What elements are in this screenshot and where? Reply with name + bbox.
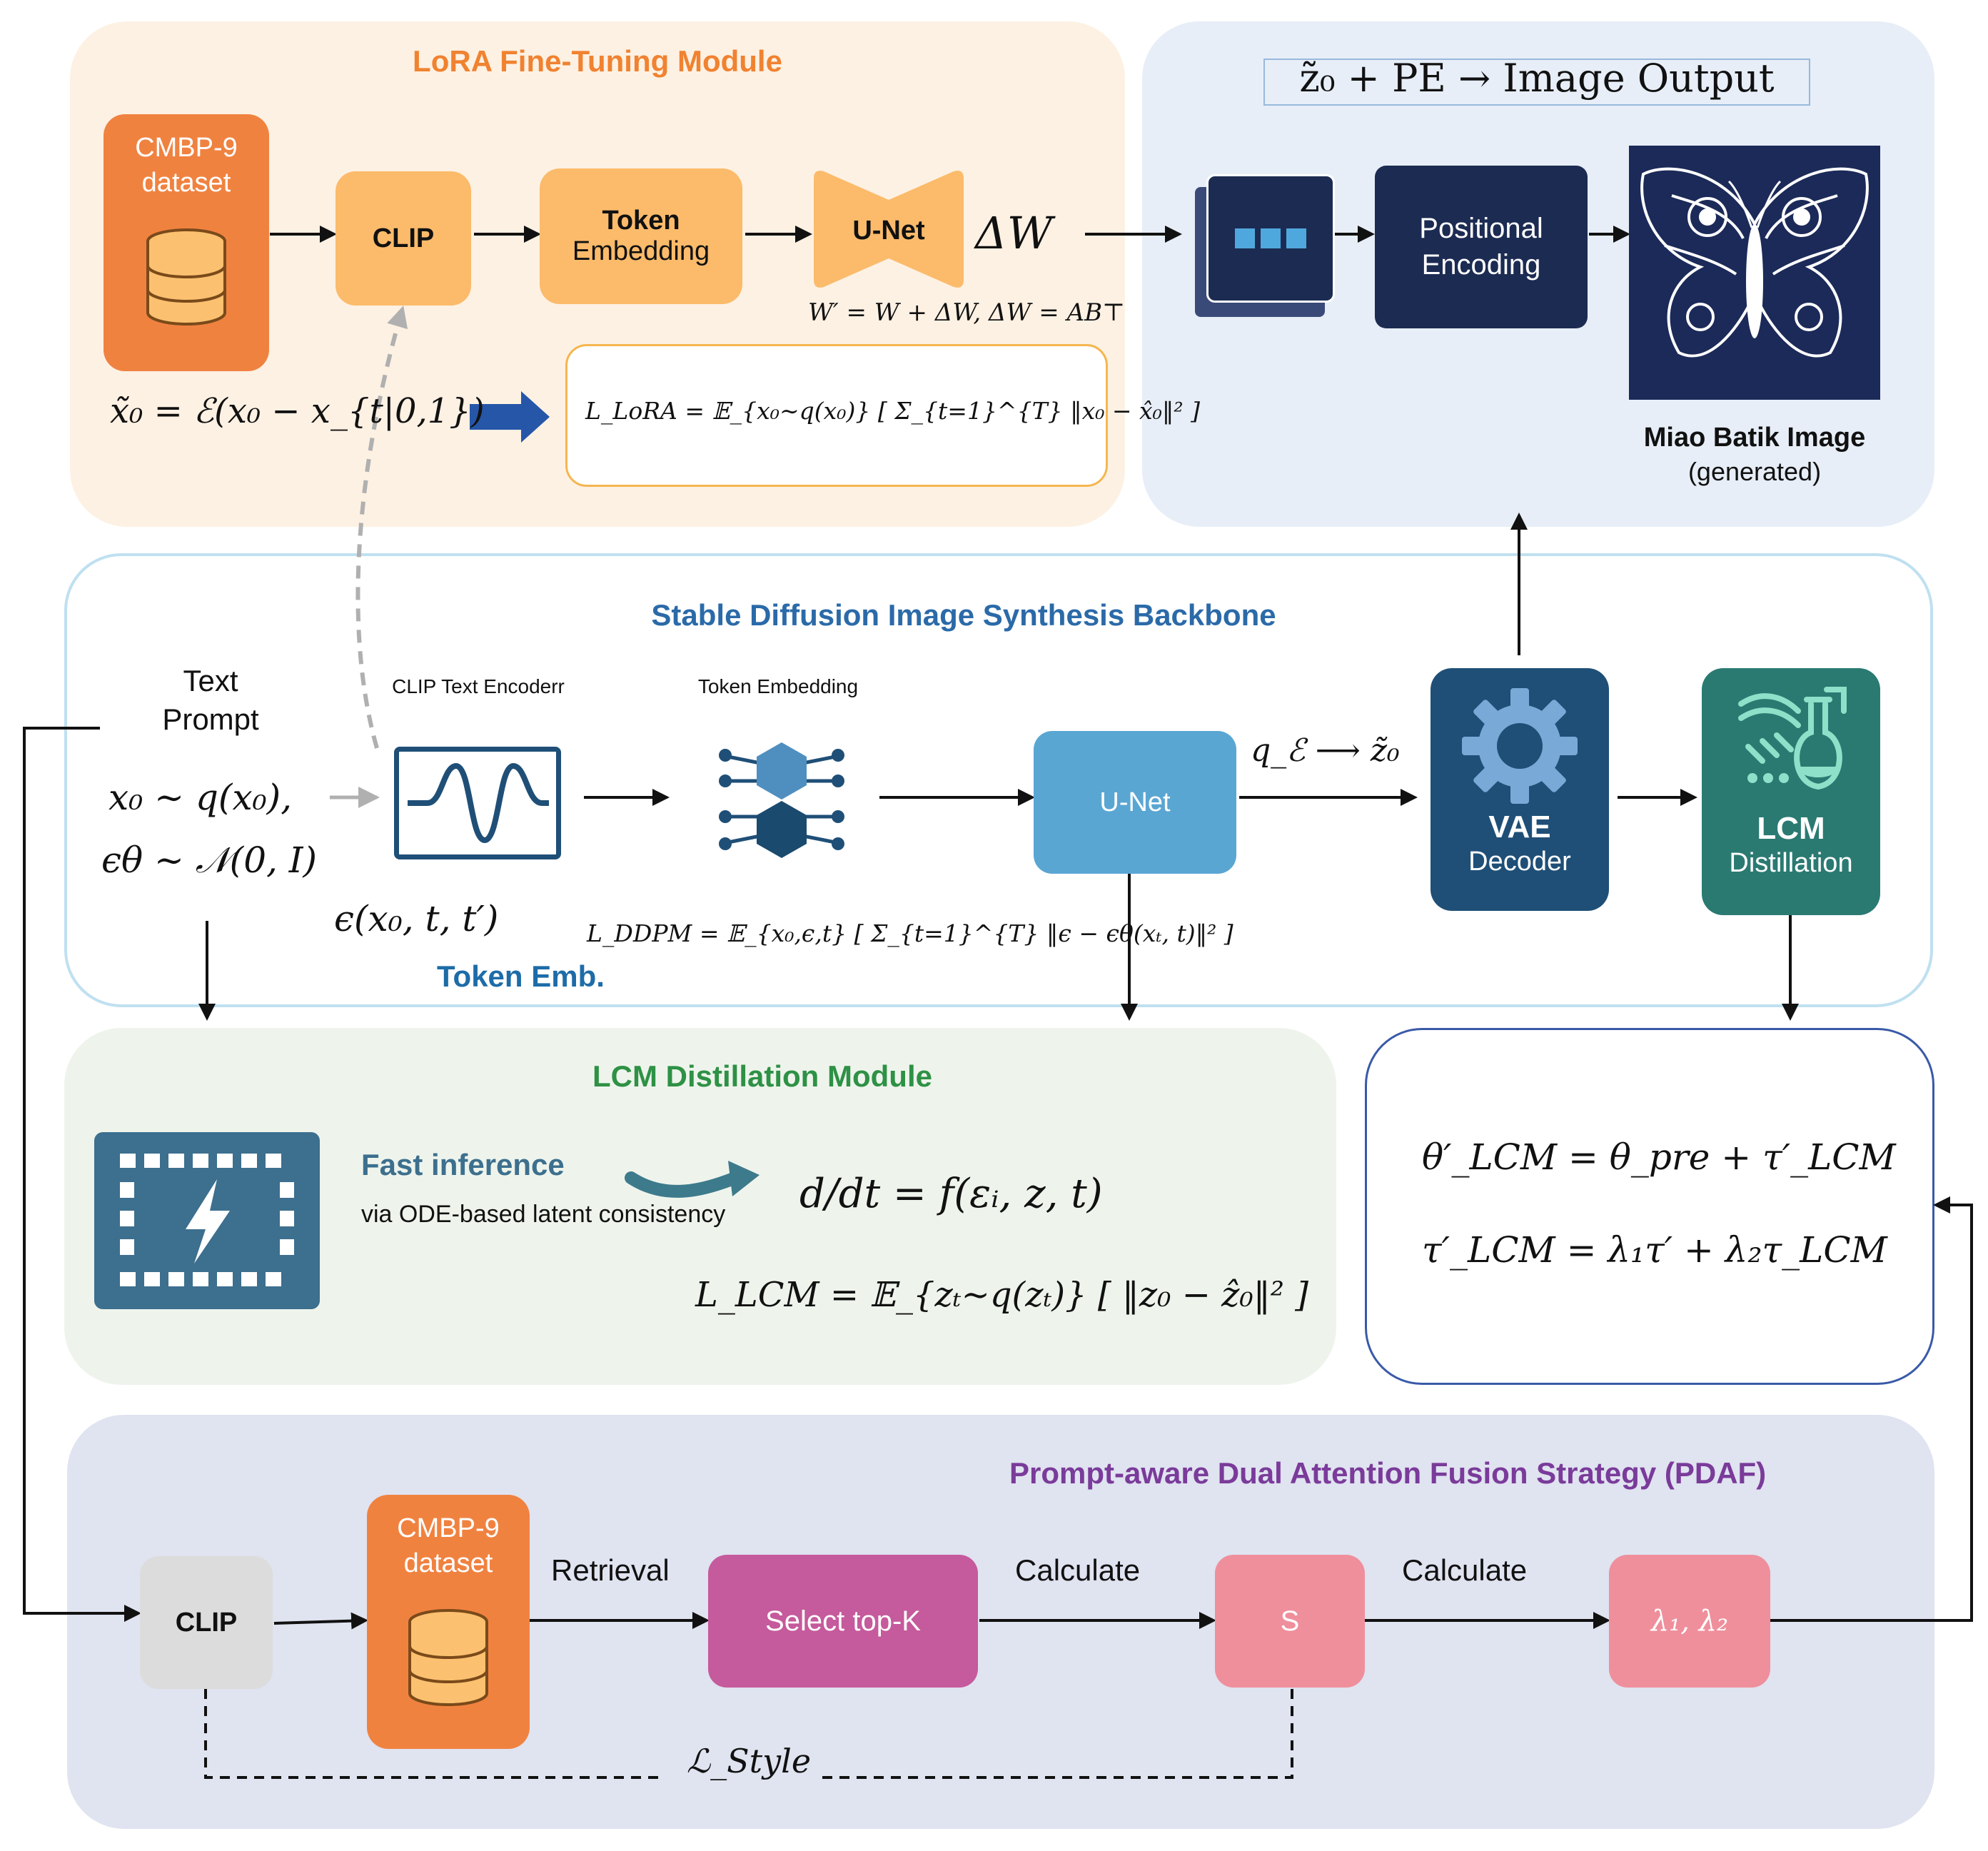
text-prompt-line1: Text [183,664,238,697]
pe-box: Positional Encoding [1375,166,1588,328]
style-loss-eq: ℒ_Style [687,1742,812,1780]
lora-unet-label: U-Net [852,216,925,246]
lora-token-line2: Embedding [572,236,710,266]
sd-panel [64,553,1933,1007]
pdaf-dataset-line2: dataset [403,1548,493,1578]
sd-eps-t-eq: ϵ(x₀, t, t′) [334,898,499,939]
lcm-loss-eq: L_LCM = 𝔼_{zₜ∼q(zₜ)} [ ‖z₀ − ẑ₀‖² ] [695,1275,1308,1315]
tau-eq: τ′_LCM = λ₁τ′ + λ₂τ_LCM [1422,1229,1887,1271]
lora-loss-box [565,344,1108,487]
select-topk-label: Select top-K [765,1605,921,1637]
latent-cell-icon [1261,228,1281,248]
gear-icon [1462,688,1578,804]
sd-unet-box: U-Net [1034,731,1236,874]
lora-x0-eq: x̃₀ = ℰ(x₀ − x_{t|0,1}) [110,391,485,431]
sd-ddpm-eq: L_DDPM = 𝔼_{x₀,ϵ,t} [ Σ_{t=1}^{T} ‖ϵ − ϵ… [587,919,1233,947]
lcm-dist-line1: LCM [1757,811,1825,846]
lora-weight-eq: W′ = W + ΔW, ΔW = AB⊤ [808,298,1126,327]
fast-inference-title: Fast inference [361,1148,565,1181]
output-title-frame [1263,59,1810,106]
dashed-style-left [204,1689,664,1779]
text-prompt-line2: Prompt [162,702,259,736]
lora-loss-eq: L_LoRA = 𝔼_{x₀∼q(x₀)} [ Σ_{t=1}^{T} ‖x₀ … [585,397,1200,425]
batik-image [1629,146,1880,400]
clip-encoder-box [394,747,561,859]
latent-cell-icon [1286,228,1306,248]
image-label: Miao Batik Image [1643,423,1866,453]
pdaf-dataset-line1: CMBP-9 [397,1513,500,1543]
butterfly-icon [1640,167,1869,358]
sd-title: Stable Diffusion Image Synthesis Backbon… [651,598,1276,632]
line-prompt-pdaf [23,727,141,1622]
lora-dataset: CMBP-9 dataset [104,114,269,371]
pdaf-clip-box: CLIP [140,1556,273,1689]
latent-box [1206,174,1335,303]
token-emb-short: Token Emb. [437,959,605,993]
arrow-pclip-dataset [273,1612,368,1630]
sd-x0-eq: x₀ ∼ q(x₀), [109,777,293,818]
sd-eps-eq: ϵθ ∼ 𝒩(0, I) [101,839,318,881]
pe-line1: Positional [1419,213,1543,244]
image-sub: (generated) [1687,457,1822,486]
pdaf-clip-label: CLIP [175,1607,238,1638]
dashed-style-right [822,1689,1293,1779]
vae-line1: VAE [1488,810,1551,844]
waveform-icon [408,762,549,844]
lcm-curve-arrow [625,1171,742,1198]
token-embedding-label: Token Embedding [697,675,859,697]
sd-q-eq: q_ℰ ⟶ z̃₀ [1251,732,1400,769]
lcm-chip-icon [94,1132,320,1309]
vae-line2: Decoder [1468,847,1571,877]
lcm-title: LCM Distillation Module [592,1059,932,1093]
fast-inference-sub: via ODE-based latent consistency [361,1201,726,1228]
lora-title: LoRA Fine-Tuning Module [413,44,782,78]
dashed-curve-arrow [355,306,408,749]
select-topk-box: Select top-K [708,1555,978,1688]
database-icon [408,1609,488,1706]
lora-dataset-line2: dataset [141,168,231,198]
theta-eq: θ′_LCM = θ_pre + τ′_LCM [1422,1136,1896,1178]
retrieval-label: Retrieval [551,1553,670,1587]
calculate1-label: Calculate [1015,1553,1141,1587]
lambda-box: λ₁, λ₂ [1609,1555,1770,1688]
token-network-icon [719,742,844,858]
flask-icon [1738,687,1847,790]
pe-line2: Encoding [1421,249,1541,281]
params-panel [1365,1028,1934,1385]
blue-arrow [470,391,550,443]
lcm-ode-eq: d/dt = f(εᵢ, z, t) [799,1171,1103,1217]
lora-unet-shape [814,171,964,288]
database-icon [146,228,226,326]
sd-unet-label: U-Net [1099,787,1171,817]
vae-box: VAE Decoder [1431,668,1609,911]
pdaf-dataset: CMBP-9 dataset [367,1495,530,1749]
lora-clip-box: CLIP [335,171,471,306]
s-box: S [1215,1555,1365,1688]
lora-token-box: Token Embedding [540,168,742,304]
line-lambda-params [1770,1196,1973,1622]
lcm-dist-line2: Distillation [1729,848,1853,878]
lora-clip-label: CLIP [372,223,435,253]
clip-encoder-label: CLIP Text Encoderr [392,675,565,697]
calculate2-label: Calculate [1402,1553,1528,1587]
lcm-dist-box: LCM Distillation [1702,668,1880,915]
lora-dataset-line1: CMBP-9 [135,133,238,163]
output-title-eq: z̃₀ + PE → Image Output [1299,56,1775,101]
lightning-chip-icon [120,1154,294,1286]
lora-delta-w: ΔW [975,207,1053,259]
latent-cell-icon [1235,228,1255,248]
pdaf-title: Prompt-aware Dual Attention Fusion Strat… [1009,1456,1767,1490]
lora-token-line1: Token [602,206,680,236]
s-label: S [1280,1605,1300,1637]
lambda-label: λ₁, λ₂ [1650,1605,1729,1638]
